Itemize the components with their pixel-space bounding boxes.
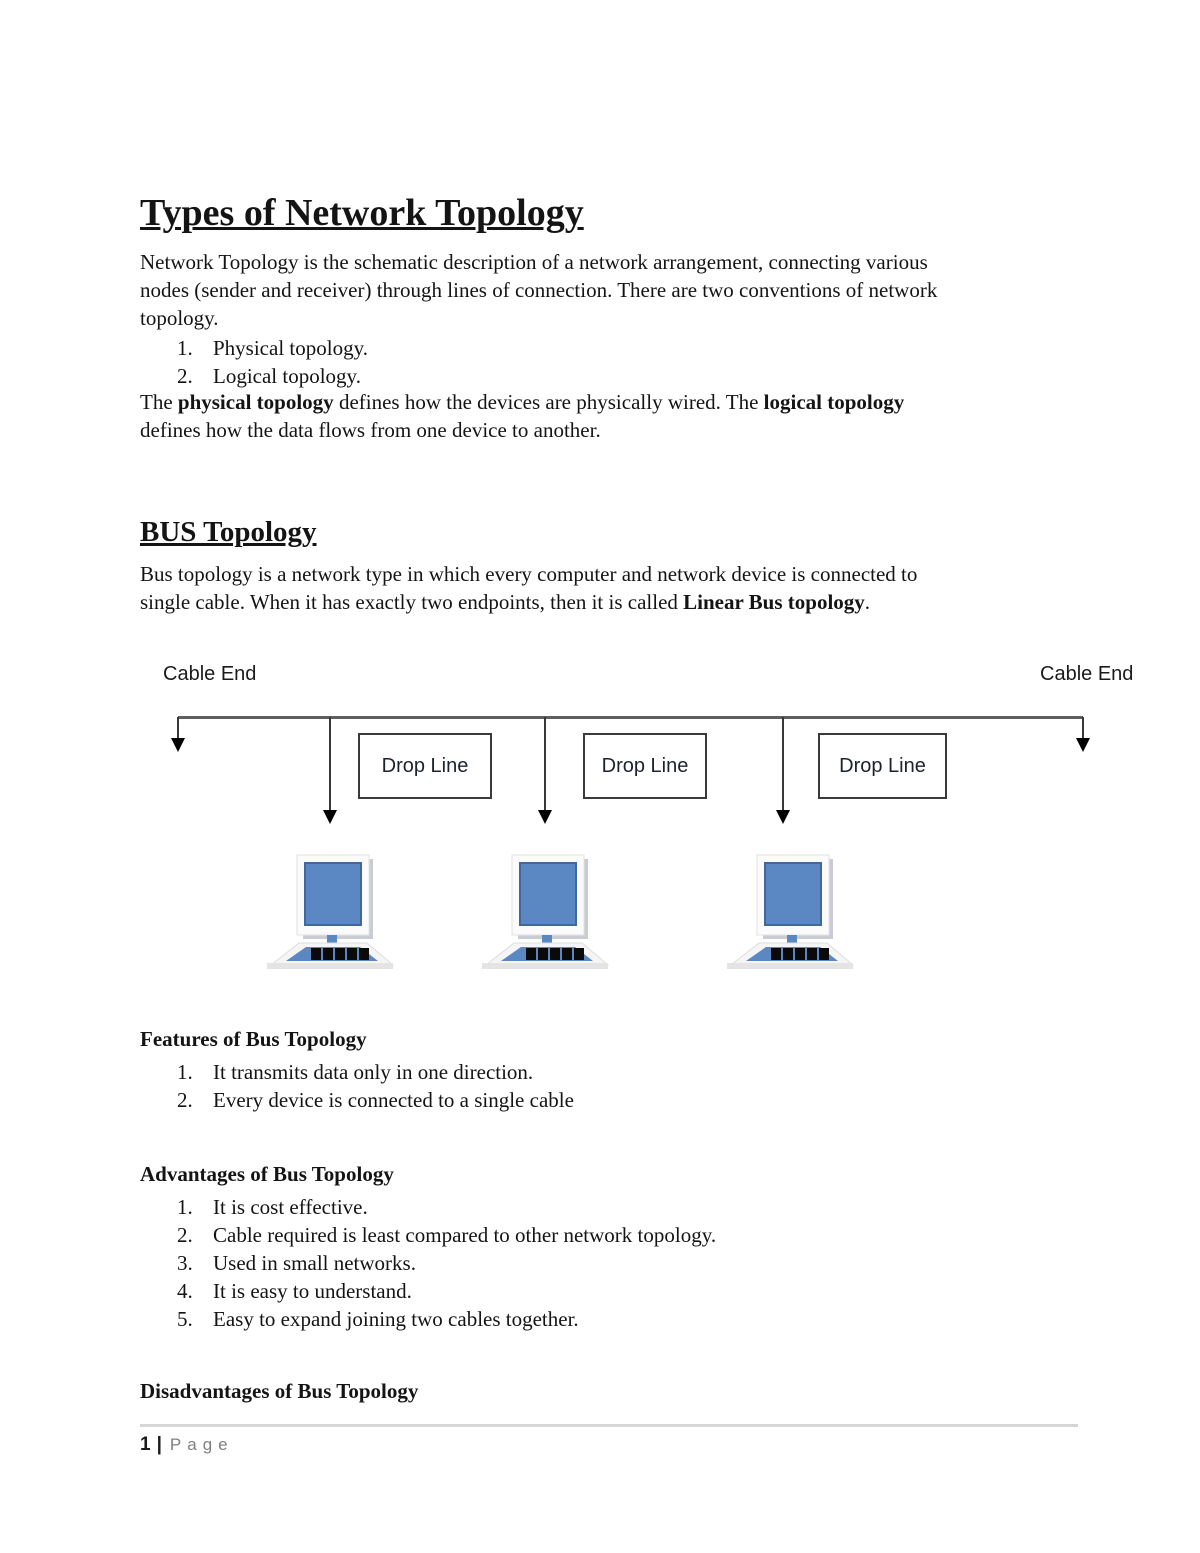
list-text: It is easy to understand. xyxy=(213,1279,412,1303)
list-text: Logical topology. xyxy=(213,364,361,388)
bus-topology-heading: BUS Topology xyxy=(140,516,317,549)
list-text: It transmits data only in one direction. xyxy=(213,1060,534,1084)
page-number: 1 xyxy=(140,1434,151,1455)
advantages-list: 1. It is cost effective. 2. Cable requir… xyxy=(140,1193,1100,1333)
bus-cable-line xyxy=(178,716,1083,719)
list-item: 1. It transmits data only in one directi… xyxy=(140,1058,1100,1086)
list-number: 1. xyxy=(177,1195,193,1219)
list-number: 3. xyxy=(177,1251,193,1275)
cable-end-arrow-right xyxy=(1082,717,1084,739)
arrow-down-icon xyxy=(171,738,185,752)
list-item: 2. Logical topology. xyxy=(140,362,1100,390)
disadvantages-heading: Disadvantages of Bus Topology xyxy=(140,1379,419,1403)
drop-line-arrow xyxy=(544,717,546,811)
drop-line-label: Drop Line xyxy=(601,754,689,777)
advantages-heading: Advantages of Bus Topology xyxy=(140,1162,394,1186)
page-footer: 1 | Page xyxy=(140,1434,234,1456)
features-list: 1. It transmits data only in one directi… xyxy=(140,1058,1100,1114)
arrow-down-icon xyxy=(1076,738,1090,752)
page-label: Page xyxy=(169,1435,234,1454)
list-item: 3. Used in small networks. xyxy=(140,1249,1100,1277)
footer-divider xyxy=(140,1424,1078,1427)
drop-line-arrow xyxy=(782,717,784,811)
list-number: 2. xyxy=(177,1223,193,1247)
arrow-down-icon xyxy=(538,810,552,824)
cable-end-label-left: Cable End xyxy=(163,663,257,685)
drop-line-label: Drop Line xyxy=(381,754,469,777)
list-text: Cable required is least compared to othe… xyxy=(213,1223,717,1247)
page-title: Types of Network Topology xyxy=(140,192,584,235)
drop-line-box: Drop Line xyxy=(818,733,947,799)
list-number: 1. xyxy=(177,1060,193,1084)
cable-end-arrow-left xyxy=(177,717,179,739)
drop-line-box: Drop Line xyxy=(358,733,492,799)
computer-icon xyxy=(482,854,610,969)
list-item: 5. Easy to expand joining two cables tog… xyxy=(140,1305,1100,1333)
drop-line-label: Drop Line xyxy=(839,754,926,777)
bus-paragraph: Bus topology is a network type in which … xyxy=(140,562,918,614)
arrow-down-icon xyxy=(323,810,337,824)
computer-icon xyxy=(727,854,855,969)
list-number: 2. xyxy=(177,364,193,388)
list-text: Every device is connected to a single ca… xyxy=(213,1088,574,1112)
list-text: Physical topology. xyxy=(213,336,368,360)
list-number: 5. xyxy=(177,1307,193,1331)
drop-line-box: Drop Line xyxy=(583,733,707,799)
drop-line-arrow xyxy=(329,717,331,811)
list-text: Easy to expand joining two cables togeth… xyxy=(213,1307,579,1331)
list-text: It is cost effective. xyxy=(213,1195,368,1219)
footer-separator: | xyxy=(156,1434,162,1455)
list-item: 2. Every device is connected to a single… xyxy=(140,1086,1100,1114)
list-text: Used in small networks. xyxy=(213,1251,416,1275)
computer-icon xyxy=(267,854,395,969)
list-number: 1. xyxy=(177,336,193,360)
list-number: 2. xyxy=(177,1088,193,1112)
list-number: 4. xyxy=(177,1279,193,1303)
list-item: 4. It is easy to understand. xyxy=(140,1277,1100,1305)
intro-paragraph: Network Topology is the schematic descri… xyxy=(140,250,938,330)
intro-paragraph-2: The physical topology defines how the de… xyxy=(140,390,905,442)
cable-end-label-right: Cable End xyxy=(1040,663,1134,685)
list-item: 1. Physical topology. xyxy=(140,334,1100,362)
arrow-down-icon xyxy=(776,810,790,824)
list-item: 2. Cable required is least compared to o… xyxy=(140,1221,1100,1249)
list-item: 1. It is cost effective. xyxy=(140,1193,1100,1221)
features-heading: Features of Bus Topology xyxy=(140,1027,367,1051)
topology-type-list: 1. Physical topology. 2. Logical topolog… xyxy=(140,334,1100,390)
